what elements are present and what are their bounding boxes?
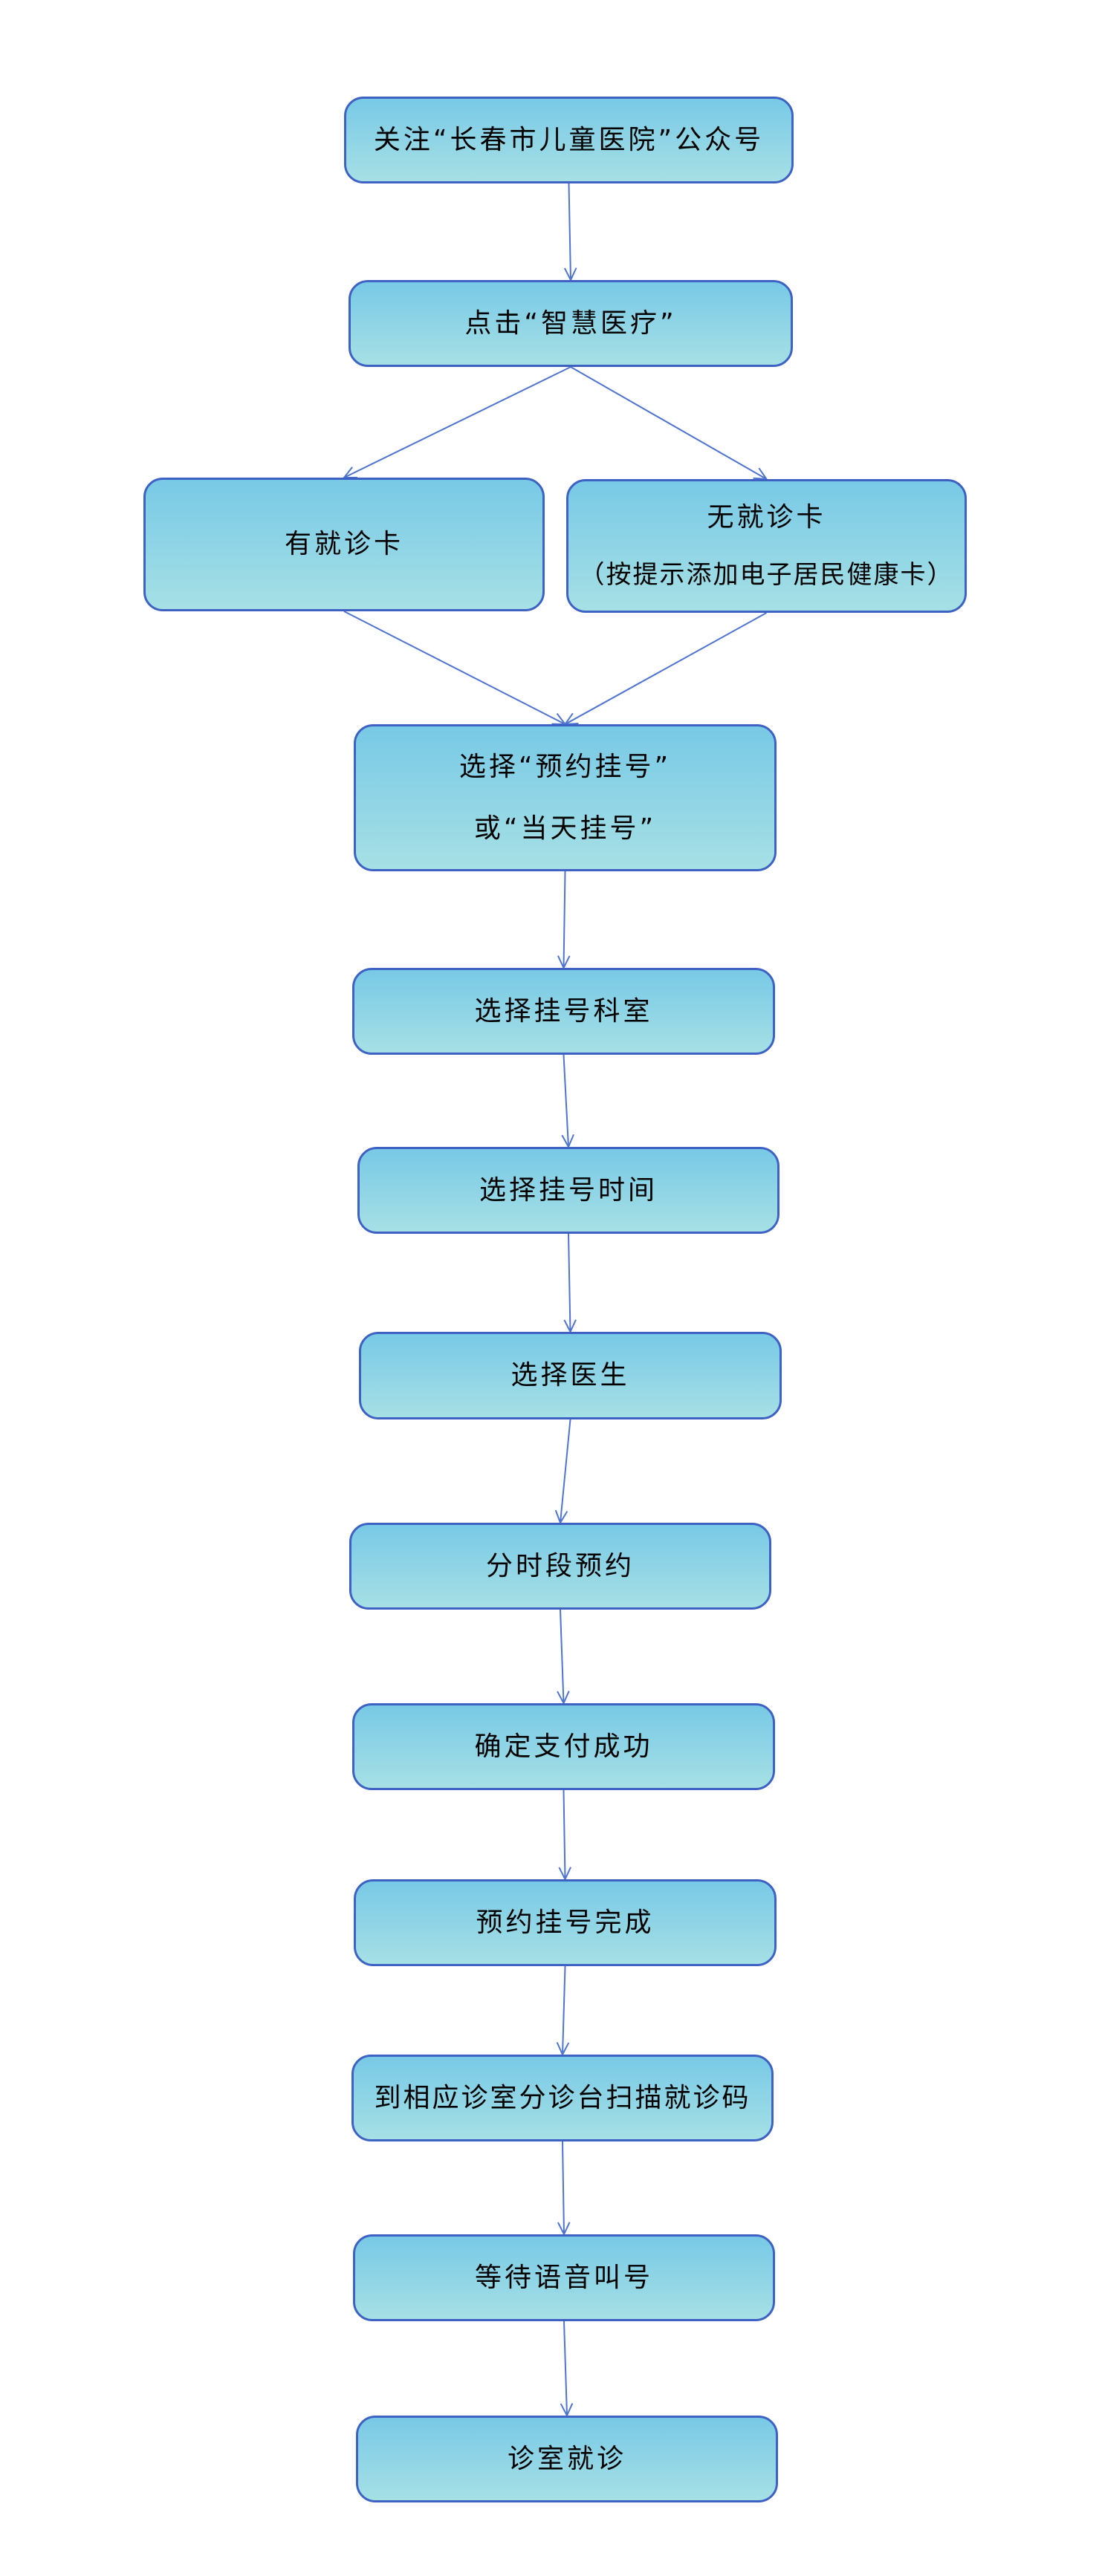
- node-select-doctor: 选择医生: [359, 1332, 782, 1419]
- node-confirm-payment: 确定支付成功: [352, 1703, 775, 1790]
- node-choose-registration-type: 选择“预约挂号” 或“当天挂号”: [354, 724, 777, 871]
- node-label: 选择“预约挂号”: [458, 751, 672, 782]
- node-wait-for-call: 等待语音叫号: [353, 2234, 775, 2321]
- node-sublabel: 或“当天挂号”: [473, 813, 657, 844]
- arrow-time-to-doctor: [563, 1233, 577, 1334]
- arrow-line: [563, 1054, 569, 1148]
- arrow-line: [565, 612, 767, 725]
- node-scan-code: 到相应诊室分诊台扫描就诊码: [351, 2055, 774, 2141]
- arrow-line: [343, 611, 565, 725]
- arrow-smart-to-has-card: [342, 366, 571, 479]
- node-label: 分时段预约: [485, 1550, 635, 1581]
- arrow-choose-type-to-dept: [557, 871, 571, 970]
- node-label: 点击“智慧医疗”: [464, 308, 677, 339]
- arrow-no-card-to-choose-type: [563, 612, 767, 726]
- node-label: 有就诊卡: [284, 529, 403, 560]
- node-consultation: 诊室就诊: [356, 2416, 778, 2502]
- arrow-done-to-scan: [556, 1965, 570, 2057]
- arrow-line: [562, 1965, 566, 2055]
- node-no-card: 无就诊卡 （按提示添加电子居民健康卡）: [566, 479, 967, 613]
- node-booking-complete: 预约挂号完成: [354, 1879, 777, 1966]
- node-label: 诊室就诊: [507, 2443, 626, 2474]
- node-follow-account: 关注“长春市儿童医院”公众号: [344, 97, 794, 183]
- arrow-line: [560, 1419, 571, 1523]
- arrow-pay-to-done: [558, 1789, 571, 1881]
- node-label: 确定支付成功: [474, 1731, 653, 1762]
- arrow-line: [560, 1609, 565, 1704]
- arrowhead-icon: [753, 467, 768, 481]
- node-label: 到相应诊室分诊台扫描就诊码: [374, 2082, 751, 2113]
- arrow-line: [563, 1789, 566, 1880]
- node-label: 选择医生: [511, 1360, 630, 1391]
- arrow-line: [563, 2320, 568, 2416]
- arrow-line: [562, 2141, 565, 2235]
- arrow-smart-to-no-card: [570, 366, 768, 481]
- arrow-doctor-to-slot: [554, 1419, 571, 1525]
- node-label: 选择挂号时间: [479, 1174, 658, 1206]
- node-select-department: 选择挂号科室: [352, 968, 775, 1055]
- arrow-line: [343, 366, 571, 478]
- arrow-line: [568, 1233, 571, 1333]
- node-label: 关注“长春市儿童医院”公众号: [373, 124, 765, 155]
- node-select-time: 选择挂号时间: [357, 1147, 779, 1234]
- node-label: 预约挂号完成: [476, 1907, 655, 1938]
- node-label: 等待语音叫号: [474, 2262, 653, 2293]
- arrow-wait-to-visit: [560, 2320, 574, 2418]
- node-has-card: 有就诊卡: [143, 478, 545, 611]
- arrow-dept-to-time: [561, 1054, 574, 1149]
- arrow-follow-to-smart: [563, 183, 577, 282]
- arrow-scan-to-wait: [557, 2141, 571, 2237]
- arrow-line: [568, 183, 571, 281]
- node-label: 无就诊卡: [707, 502, 826, 533]
- node-sublabel: （按提示添加电子居民健康卡）: [579, 560, 954, 591]
- arrow-line: [570, 366, 767, 480]
- node-click-smart-medical: 点击“智慧医疗”: [349, 280, 793, 367]
- arrow-slot-to-pay: [557, 1609, 570, 1705]
- node-label: 选择挂号科室: [474, 995, 653, 1027]
- node-time-slot-booking: 分时段预约: [349, 1523, 771, 1610]
- arrow-has-card-to-choose-type: [343, 611, 567, 726]
- arrow-line: [563, 871, 566, 969]
